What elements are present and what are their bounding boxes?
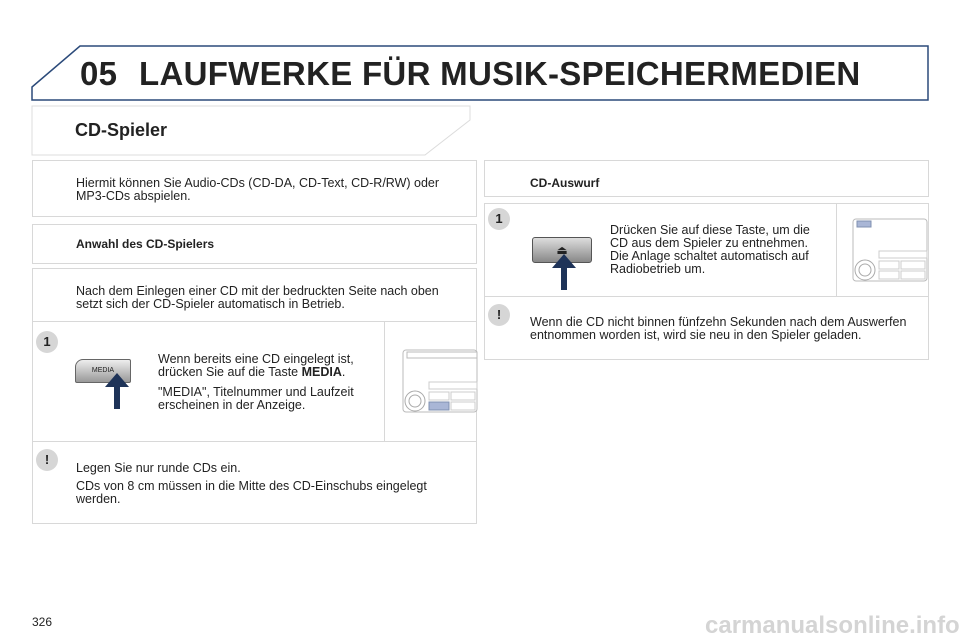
warning-text-1: Legen Sie nur runde CDs ein. [76, 461, 241, 475]
step-text-bold: MEDIA [301, 365, 342, 379]
warning-badge-right: ! [488, 304, 510, 326]
radio-panel-illustration [402, 349, 478, 413]
header-frame [31, 45, 929, 156]
intro-box: Hiermit können Sie Audio-CDs (CD-DA, CD-… [32, 160, 477, 217]
watermark: carmanualsonline.info [705, 612, 960, 639]
step-text-end: . [341, 365, 346, 379]
intro-text: Hiermit können Sie Audio-CDs (CD-DA, CD-… [76, 176, 440, 203]
intro-paragraph: Nach dem Einlegen einer CD mit der bedru… [76, 284, 439, 311]
arrow-up-icon [552, 254, 576, 290]
chapter-number: 05 [80, 55, 118, 92]
divider [485, 296, 928, 297]
warning-text-2: CDs von 8 cm müssen in die Mitte des CD-… [76, 479, 427, 506]
step-badge: 1 [36, 331, 58, 353]
subtitle-box-right: CD-Auswurf [484, 160, 929, 197]
instruction-box: Nach dem Einlegen einer CD mit der bedru… [32, 268, 478, 524]
step-text-part: Wenn bereits eine CD eingelegt ist, drüc… [158, 352, 354, 379]
radio-panel-illustration [852, 218, 928, 282]
subtitle-anwahl: Anwahl des CD-Spielers [76, 237, 215, 251]
step-text: Wenn bereits eine CD eingelegt ist, drüc… [158, 353, 373, 379]
divider [384, 321, 385, 441]
arrow-up-icon [105, 373, 129, 409]
divider [836, 204, 837, 296]
page-title: LAUFWERKE FÜR MUSIK-SPEICHERMEDIEN [139, 55, 861, 92]
warning-badge: ! [36, 449, 58, 471]
subtitle-auswurf: CD-Auswurf [530, 176, 600, 190]
divider [33, 441, 476, 442]
eject-warning-text: Wenn die CD nicht binnen fünfzehn Sekund… [530, 315, 907, 342]
subtitle-box: Anwahl des CD-Spielers [32, 224, 477, 264]
step-badge-right: 1 [488, 208, 510, 230]
page-number: 326 [32, 615, 53, 629]
eject-step-text: Drücken Sie auf diese Taste, um die CD a… [610, 223, 810, 276]
eject-box: 1 ⏏ Drücken Sie auf diese Taste, um die … [484, 203, 929, 360]
step-text-2: "MEDIA", Titelnummer und Laufzeit ersche… [158, 385, 354, 412]
divider [33, 321, 476, 322]
section-title: CD-Spieler [75, 120, 168, 140]
